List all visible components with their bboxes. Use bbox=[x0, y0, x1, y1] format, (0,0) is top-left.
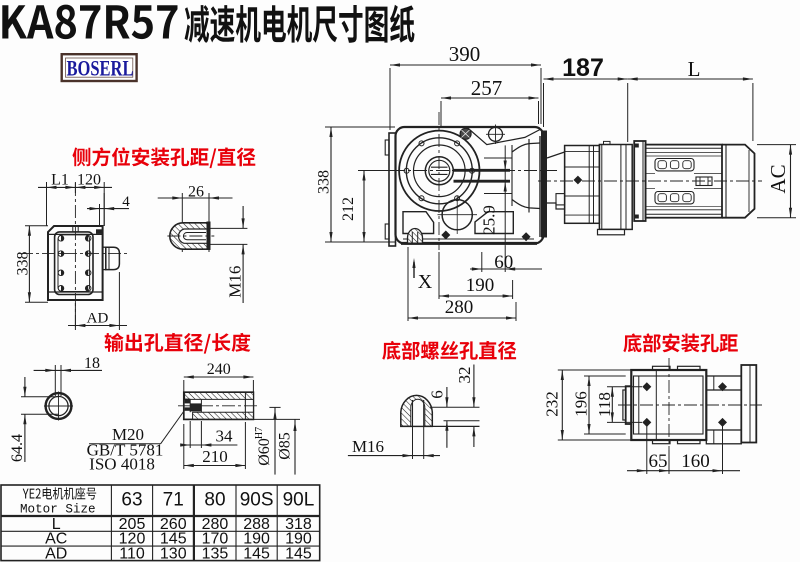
svg-text:338: 338 bbox=[316, 170, 333, 194]
svg-text:34: 34 bbox=[216, 427, 234, 446]
svg-text:Motor Size: Motor Size bbox=[20, 503, 96, 517]
svg-text:145: 145 bbox=[243, 545, 270, 562]
svg-text:25.9: 25.9 bbox=[480, 205, 499, 235]
svg-text:L1: L1 bbox=[51, 172, 69, 189]
svg-text:257: 257 bbox=[471, 76, 503, 100]
svg-text:196: 196 bbox=[572, 391, 591, 417]
svg-text:212: 212 bbox=[340, 197, 357, 221]
svg-text:M16: M16 bbox=[226, 266, 245, 298]
svg-text:232: 232 bbox=[543, 391, 562, 417]
svg-text:ISO 4018: ISO 4018 bbox=[89, 455, 155, 474]
svg-text:AD: AD bbox=[45, 545, 67, 562]
svg-text:280: 280 bbox=[445, 297, 474, 318]
svg-text:280: 280 bbox=[202, 516, 229, 533]
svg-text:26: 26 bbox=[188, 184, 204, 201]
svg-text:90L: 90L bbox=[283, 490, 315, 511]
svg-text:6: 6 bbox=[428, 390, 447, 399]
svg-text:288: 288 bbox=[243, 516, 270, 533]
svg-text:190: 190 bbox=[285, 531, 312, 548]
svg-text:Ø60: Ø60 bbox=[256, 438, 273, 466]
svg-text:160: 160 bbox=[681, 451, 710, 472]
svg-text:X: X bbox=[418, 271, 433, 293]
svg-text:240: 240 bbox=[207, 361, 231, 378]
svg-text:L: L bbox=[688, 57, 701, 81]
svg-text:M16: M16 bbox=[352, 437, 384, 456]
svg-text:190: 190 bbox=[466, 275, 495, 296]
svg-text:190: 190 bbox=[243, 531, 270, 548]
svg-text:60: 60 bbox=[494, 252, 513, 273]
svg-text:135: 135 bbox=[202, 545, 229, 562]
svg-text:BOSERL: BOSERL bbox=[67, 56, 134, 81]
svg-text:L: L bbox=[52, 516, 61, 533]
svg-text:145: 145 bbox=[285, 545, 312, 562]
svg-text:90S: 90S bbox=[240, 490, 274, 511]
svg-text:AC: AC bbox=[45, 531, 67, 548]
svg-text:318: 318 bbox=[285, 516, 312, 533]
svg-text:120: 120 bbox=[77, 172, 101, 189]
svg-text:71: 71 bbox=[163, 490, 184, 511]
svg-text:170: 170 bbox=[202, 531, 229, 548]
svg-text:145: 145 bbox=[160, 531, 187, 548]
svg-text:4: 4 bbox=[122, 194, 130, 210]
svg-text:63: 63 bbox=[121, 490, 142, 511]
svg-text:AD: AD bbox=[87, 311, 109, 327]
svg-text:120: 120 bbox=[119, 531, 146, 548]
svg-text:260: 260 bbox=[160, 516, 187, 533]
svg-text:H7: H7 bbox=[254, 427, 265, 439]
svg-text:M20: M20 bbox=[112, 425, 144, 444]
svg-text:110: 110 bbox=[119, 545, 145, 562]
svg-text:65: 65 bbox=[649, 451, 668, 472]
svg-text:338: 338 bbox=[15, 252, 32, 276]
svg-text:32: 32 bbox=[455, 367, 474, 384]
svg-text:390: 390 bbox=[449, 42, 481, 66]
svg-text:205: 205 bbox=[119, 516, 146, 533]
svg-text:210: 210 bbox=[202, 447, 228, 466]
svg-text:80: 80 bbox=[204, 490, 225, 511]
svg-text:AC: AC bbox=[766, 164, 790, 193]
svg-text:187: 187 bbox=[562, 54, 604, 82]
svg-text:GB/T 5781: GB/T 5781 bbox=[87, 441, 164, 460]
svg-text:64.4: 64.4 bbox=[9, 434, 26, 462]
svg-text:130: 130 bbox=[160, 545, 187, 562]
svg-text:118: 118 bbox=[595, 392, 614, 417]
svg-text:Ø85: Ø85 bbox=[277, 432, 294, 460]
svg-text:18: 18 bbox=[84, 355, 100, 372]
